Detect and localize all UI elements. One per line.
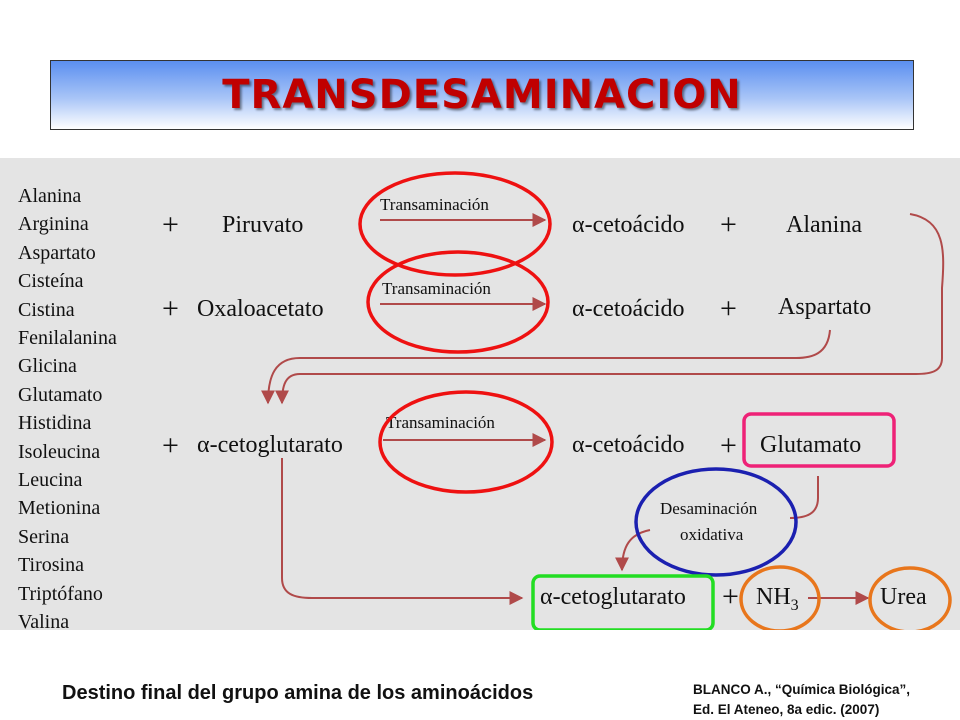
amino-acid-item: Cisteína [18, 270, 84, 293]
amino-acid-item: Valina [18, 611, 70, 634]
transaminacion-label: Transaminación [380, 195, 489, 214]
oxidativa-label: oxidativa [680, 525, 744, 544]
amino-acid-item: Glicina [18, 355, 77, 378]
reference-line: Ed. El Ateneo, 8a edic. (2007) [693, 702, 880, 717]
amino-acid-list: Alanina Arginina Aspartato Cisteína Cist… [18, 182, 117, 637]
green-box-annotation [531, 574, 715, 630]
aspartato-label: Aspartato [778, 294, 871, 320]
page-title: TRANSDESAMINACION [222, 72, 742, 118]
desaminacion-label: Desaminación [660, 499, 758, 518]
red-circle-annotation [358, 171, 552, 277]
amino-acid-item: Triptófano [18, 582, 103, 605]
plus-sign: + [162, 208, 179, 241]
alanina-label: Alanina [786, 212, 862, 238]
red-circle-annotation [366, 250, 550, 354]
return-arrow-alanina [275, 213, 945, 405]
plus-sign: + [720, 429, 737, 462]
cetoglutarato-product-label: α-cetoglutarato [540, 584, 686, 610]
desaminacion-arrow [615, 529, 651, 572]
orange-circle-annotation [739, 565, 821, 630]
piruvato-label: Piruvato [222, 212, 303, 238]
amino-acid-item: Histidina [18, 412, 92, 435]
return-arrow-aspartato [261, 329, 831, 405]
cetoacido-label: α-cetoácido [572, 296, 685, 322]
cetoacido-label: α-cetoácido [572, 212, 685, 238]
amino-acid-item: Alanina [18, 185, 82, 207]
reaction-diagram: + Piruvato Transaminación α-cetoácido + … [162, 171, 952, 630]
figure-caption: Destino final del grupo amina de los ami… [62, 682, 534, 704]
amino-acid-item: Serina [18, 525, 70, 548]
nh3-label: NH3 [756, 584, 799, 614]
diagram-panel: Alanina Arginina Aspartato Cisteína Cist… [0, 158, 960, 633]
red-circle-annotation [378, 390, 554, 494]
transaminacion-label: Transaminación [382, 279, 491, 298]
title-banner: TRANSDESAMINACION [50, 60, 914, 130]
amino-acid-item: Isoleucina [18, 440, 101, 463]
plus-sign: + [162, 429, 179, 462]
urea-label: Urea [880, 584, 927, 610]
plus-sign: + [720, 208, 737, 241]
cetoglutarato-path-arrow [281, 458, 524, 605]
cetoacido-label: α-cetoácido [572, 432, 685, 458]
cetoglutarato-label: α-cetoglutarato [197, 432, 343, 458]
plus-sign: + [720, 292, 737, 325]
amino-acid-item: Fenilalanina [18, 327, 117, 350]
pink-box-annotation [742, 412, 896, 468]
amino-acid-item: Tirosina [18, 554, 84, 577]
amino-acid-item: Glutamato [18, 383, 103, 406]
reference-citation: BLANCO A., “Química Biológica”, Ed. El A… [693, 680, 910, 720]
oxaloacetato-label: Oxaloacetato [197, 296, 324, 322]
transaminacion-label: Transaminación [386, 413, 495, 432]
plus-sign: + [162, 292, 179, 325]
blue-circle-annotation [634, 467, 798, 577]
amino-acid-item: Metionina [18, 497, 101, 520]
plus-sign: + [722, 580, 739, 613]
amino-acid-item: Aspartato [18, 241, 96, 264]
amino-acid-item: Cistina [18, 298, 75, 321]
amino-acid-item: Arginina [18, 213, 89, 236]
reference-line: BLANCO A., “Química Biológica”, [693, 682, 911, 697]
orange-circle-annotation [868, 566, 952, 630]
amino-acid-item: Leucina [18, 469, 83, 492]
glutamato-label: Glutamato [760, 432, 861, 458]
